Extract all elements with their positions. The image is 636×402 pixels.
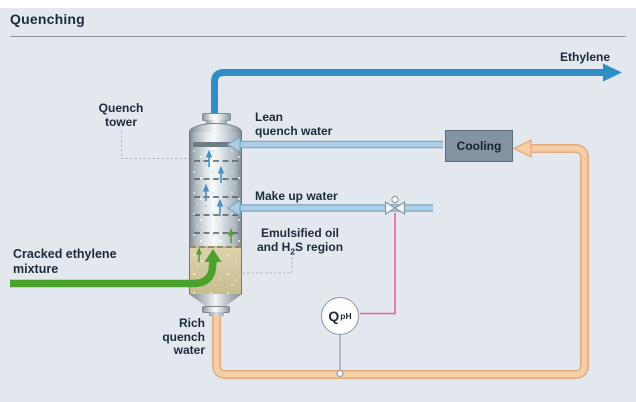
tower-bottom-nozzle [209,312,224,316]
ph-analyzer-subscript: pH [340,311,352,321]
ethylene-pipe [211,69,603,121]
cracked-label-line1: Cracked ethylene [13,247,117,261]
makeup-water-label: Make up water [255,189,338,203]
tower-bottom-cone [189,294,242,307]
lean-label-line1: Lean [255,110,284,124]
emulsion-label-leader-line [243,257,293,274]
ethylene-arrow-icon [603,63,622,82]
emulsified-label-post: S region [295,240,344,254]
rich-label-line3: water [173,343,205,357]
lean-water-arrow [226,135,443,154]
gas-arrows [196,228,234,262]
cooling-label: Cooling [456,139,502,153]
makeup-water-arrowhead-icon [226,199,241,217]
quench-tower-label-line2: tower [104,114,137,129]
cracked-ethylene-label: Cracked ethylene mixture [13,247,117,277]
recycle-arrow-icon [512,138,532,159]
feed-arrow-icon [204,249,222,262]
tower-distributor [193,142,238,147]
page-title: Quenching [10,11,85,27]
emulsified-label-pre: and H [256,240,291,254]
recycle-pipe [213,145,588,378]
control-valve-icon [384,195,406,216]
lean-label-line2: quench water [255,123,333,138]
emulsified-label-line1: Emulsified oil [260,226,339,240]
quench-tower-label-line1: Quench [98,101,144,115]
emulsified-region-label: Emulsified oil and H2S region [243,226,357,258]
rich-quench-water-label: Rich quench water [133,316,205,358]
feed-pipe [10,260,217,288]
tower-label-leader-line [120,131,189,160]
ph-analyzer-symbol: Q [328,308,340,324]
cracked-label-line2: mixture [13,262,59,276]
vapor-arrows [202,149,225,216]
emulsified-label-line2: and H2S region [243,240,357,258]
ph-signal-line [360,213,396,315]
lean-water-arrowhead-icon [226,135,241,154]
lean-quench-water-label: Lean quench water [255,110,333,138]
title-divider [10,36,626,37]
emulsified-label-sub: 2 [290,246,296,257]
cooling-unit: Cooling [445,130,513,162]
rich-label-line2: quench [162,329,205,344]
top-margin-bar [0,0,636,8]
rich-label-line1: Rich [178,316,205,330]
sensor-connector-dot [336,369,344,378]
ethylene-label: Ethylene [559,50,610,64]
spray-droplets [191,147,240,245]
quench-tower-label: Quench tower [90,101,152,129]
